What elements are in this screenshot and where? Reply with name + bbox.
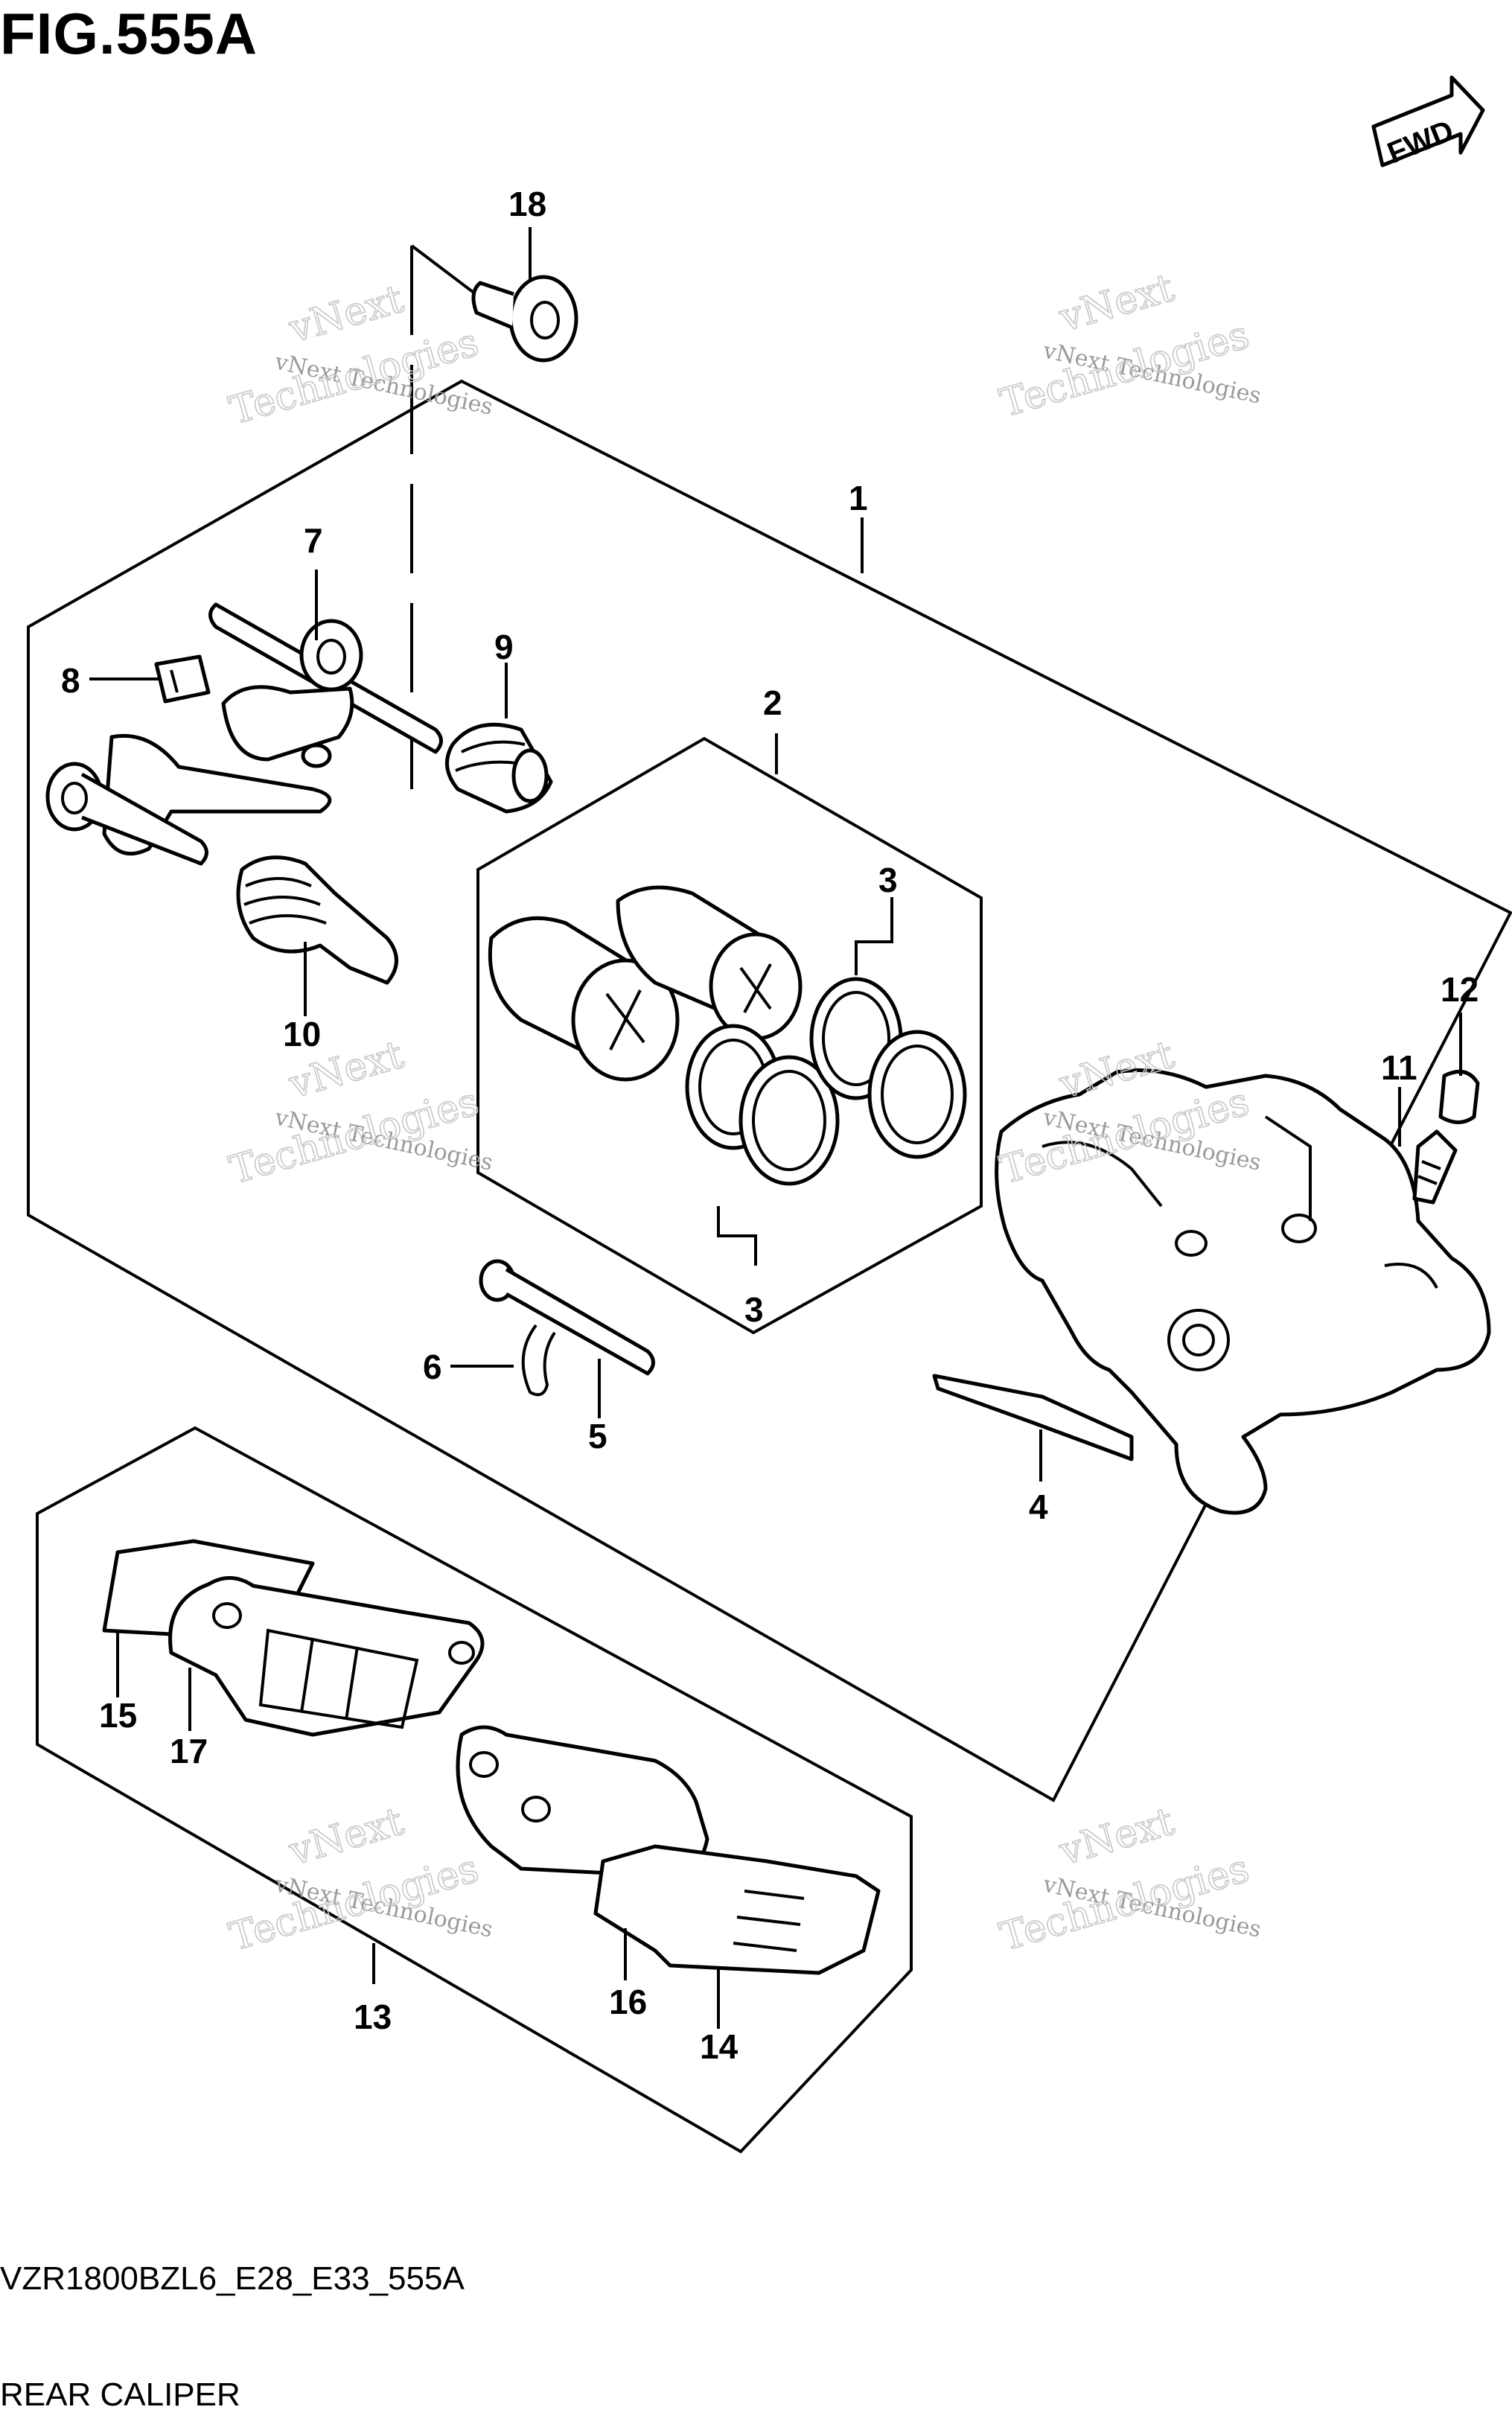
pad-set-boundary (36, 1426, 913, 2154)
watermark-1-line2: vNext (284, 277, 408, 352)
callout-15: 15 (99, 1696, 137, 1735)
callout-17: 17 (170, 1732, 208, 1770)
callout-2: 2 (763, 683, 782, 722)
part-6-pin-clip (521, 1324, 556, 1397)
part-11-bleeder-valve (1412, 1129, 1458, 1205)
watermark-3: vNext Technologies vNext Technologies (224, 1032, 495, 1193)
watermark-6: vNext Technologies vNext Technologies (995, 1799, 1263, 1960)
lower-slide-pin (45, 762, 208, 866)
part-18-bolt (471, 275, 578, 363)
figure-code: VZR1800BZL6_E28_E33_555A (0, 2260, 465, 2297)
callout-3-upper: 3 (878, 861, 898, 899)
callout-9: 9 (494, 628, 514, 666)
part-9-pin-boot (444, 722, 553, 814)
callout-labels: 1 2 3 3 4 5 6 7 8 9 10 11 12 13 14 15 16… (61, 185, 1478, 2066)
callout-7: 7 (304, 521, 323, 560)
callout-16: 16 (609, 1983, 647, 2021)
watermark-3-line3: Technologies (225, 1080, 483, 1193)
watermark-5: vNext Technologies vNext Technologies (224, 1799, 495, 1960)
figure-name: REAR CALIPER (0, 2376, 240, 2413)
callout-4: 4 (1029, 1488, 1048, 1526)
part-16-brake-pad (456, 1725, 709, 1878)
part-17-brake-pad (168, 1576, 485, 1737)
callout-5: 5 (588, 1417, 607, 1455)
callout-10: 10 (283, 1015, 321, 1053)
fwd-arrow-icon: FWD (1371, 75, 1485, 170)
callout-18: 18 (508, 185, 546, 223)
callout-13: 13 (354, 1997, 392, 2036)
watermark-2-line2: vNext (1054, 266, 1178, 341)
part-3-piston-seals (685, 977, 967, 1186)
callout-11: 11 (1381, 1048, 1417, 1087)
watermark-5-line2: vNext (284, 1799, 408, 1875)
part-12-bleeder-cap (1438, 1069, 1480, 1124)
callout-12: 12 (1441, 970, 1478, 1009)
watermark-6-line2: vNext (1054, 1799, 1178, 1875)
part-2-piston-inner (616, 885, 803, 1041)
part-2-piston-outer (488, 916, 680, 1082)
callout-14: 14 (700, 2027, 739, 2066)
watermark-2: vNext Technologies vNext Technologies (995, 265, 1263, 427)
watermark-6-line3: Technologies (995, 1846, 1254, 1960)
part-8-pad-spring-clip (154, 654, 211, 704)
watermark-5-line3: Technologies (225, 1846, 483, 1960)
part-14-pad-shim (593, 1844, 881, 1975)
part-4-pad-spring (932, 1374, 1134, 1461)
callout-leaders (89, 227, 1462, 2029)
part-5-pad-pin (479, 1259, 655, 1376)
callout-8: 8 (61, 661, 80, 700)
watermark-1: vNext Technologies vNext Technologies (224, 276, 495, 434)
watermark-2-line3: Technologies (995, 313, 1254, 427)
part-10-slide-pin-boot (236, 855, 398, 985)
callout-3-lower: 3 (744, 1290, 764, 1329)
figure-title: FIG.555A (0, 1, 258, 66)
watermark-1-line3: Technologies (225, 320, 483, 434)
callout-6: 6 (423, 1348, 442, 1386)
callout-1: 1 (849, 479, 868, 517)
piston-group-boundary (476, 736, 983, 1335)
caliper-body (995, 1068, 1491, 1515)
